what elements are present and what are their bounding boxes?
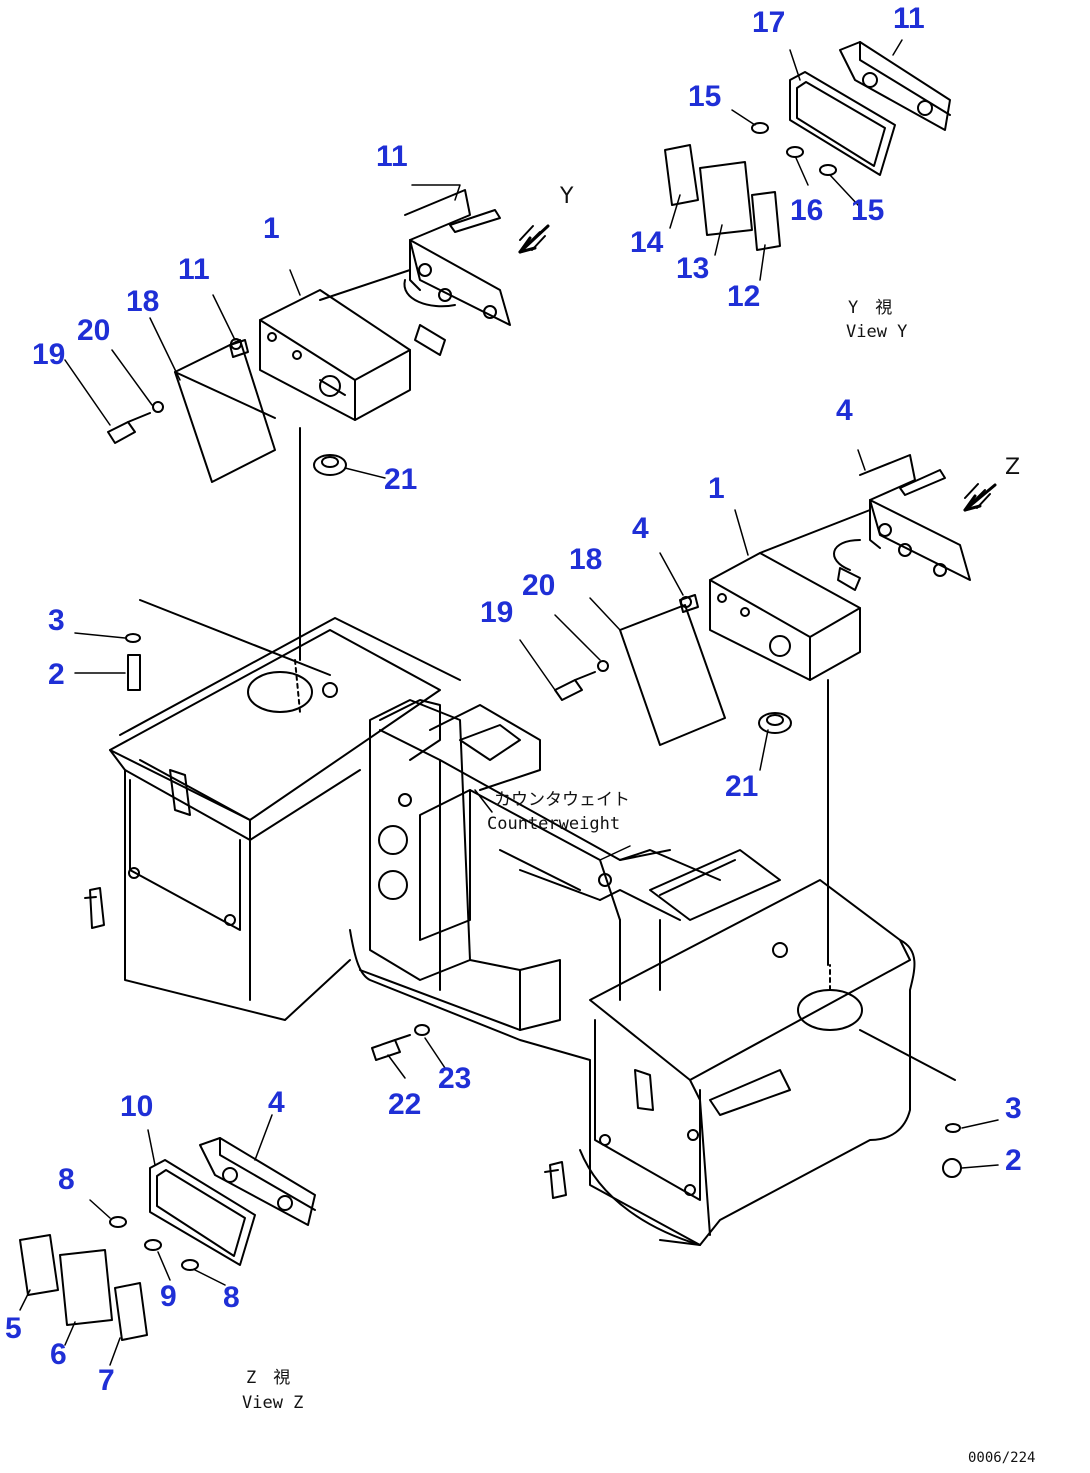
callout-11-top: 11 [376, 140, 408, 173]
callout-4-right: 4 [836, 394, 853, 427]
rear-lamp-assembly-left [107, 189, 511, 661]
leader-lines [19, 39, 999, 1366]
callout-3-right: 3 [1005, 1092, 1022, 1125]
callout-9: 9 [160, 1280, 177, 1313]
view-y-caption-en: View Y [846, 322, 908, 342]
counterweight-caption-jp: カウンタウェイト [494, 790, 630, 810]
callout-4-view-z: 4 [268, 1086, 285, 1119]
callout-15-lower: 15 [851, 194, 885, 227]
callout-14: 14 [630, 226, 664, 259]
callout-19-top: 19 [32, 338, 66, 371]
callout-11-view-y: 11 [893, 2, 925, 35]
callout-19-mid: 19 [480, 596, 514, 629]
counterweight-body [84, 599, 956, 1246]
view-arrows [518, 224, 997, 512]
view-y-parts [664, 41, 951, 251]
callout-21-mid: 21 [725, 770, 759, 803]
callout-10: 10 [120, 1090, 154, 1123]
drawing-number: 0006/224 [968, 1450, 1036, 1466]
callout-5: 5 [5, 1312, 22, 1345]
counterweight-caption-en: Counterweight [487, 814, 621, 834]
callout-22: 22 [388, 1088, 422, 1121]
callout-3-left: 3 [48, 604, 65, 637]
callout-20-top: 20 [77, 314, 111, 347]
callout-17: 17 [752, 6, 786, 39]
callout-21-top: 21 [384, 463, 418, 496]
view-z-caption-jp: Z 視 [246, 1368, 291, 1388]
callout-16: 16 [790, 194, 824, 227]
callout-12: 12 [727, 280, 761, 313]
callout-7: 7 [98, 1364, 115, 1397]
callout-1-top: 1 [263, 212, 280, 245]
callout-15-upper: 15 [688, 80, 722, 113]
callout-20-mid: 20 [522, 569, 556, 602]
view-z-caption-en: View Z [242, 1393, 304, 1413]
callout-13: 13 [676, 252, 710, 285]
callout-18-mid: 18 [569, 543, 603, 576]
view-arrow-y-label: Y [560, 184, 574, 209]
rear-lamp-assembly-right [554, 454, 971, 966]
callout-2-left: 2 [48, 658, 65, 691]
callout-4-mid: 4 [632, 512, 649, 545]
callout-1-right: 1 [708, 472, 725, 505]
callout-23: 23 [438, 1062, 472, 1095]
callout-6: 6 [50, 1338, 67, 1371]
hardware-parts [125, 339, 962, 1178]
callout-2-right: 2 [1005, 1144, 1022, 1177]
view-y-caption-jp: Y 視 [848, 298, 893, 318]
view-arrow-z-label: Z [1005, 455, 1021, 480]
callout-18-top: 18 [126, 285, 160, 318]
view-z-parts [19, 1137, 316, 1341]
callout-8-lower: 8 [223, 1281, 240, 1314]
callout-11-left: 11 [178, 253, 210, 286]
callout-8-upper: 8 [58, 1163, 75, 1196]
